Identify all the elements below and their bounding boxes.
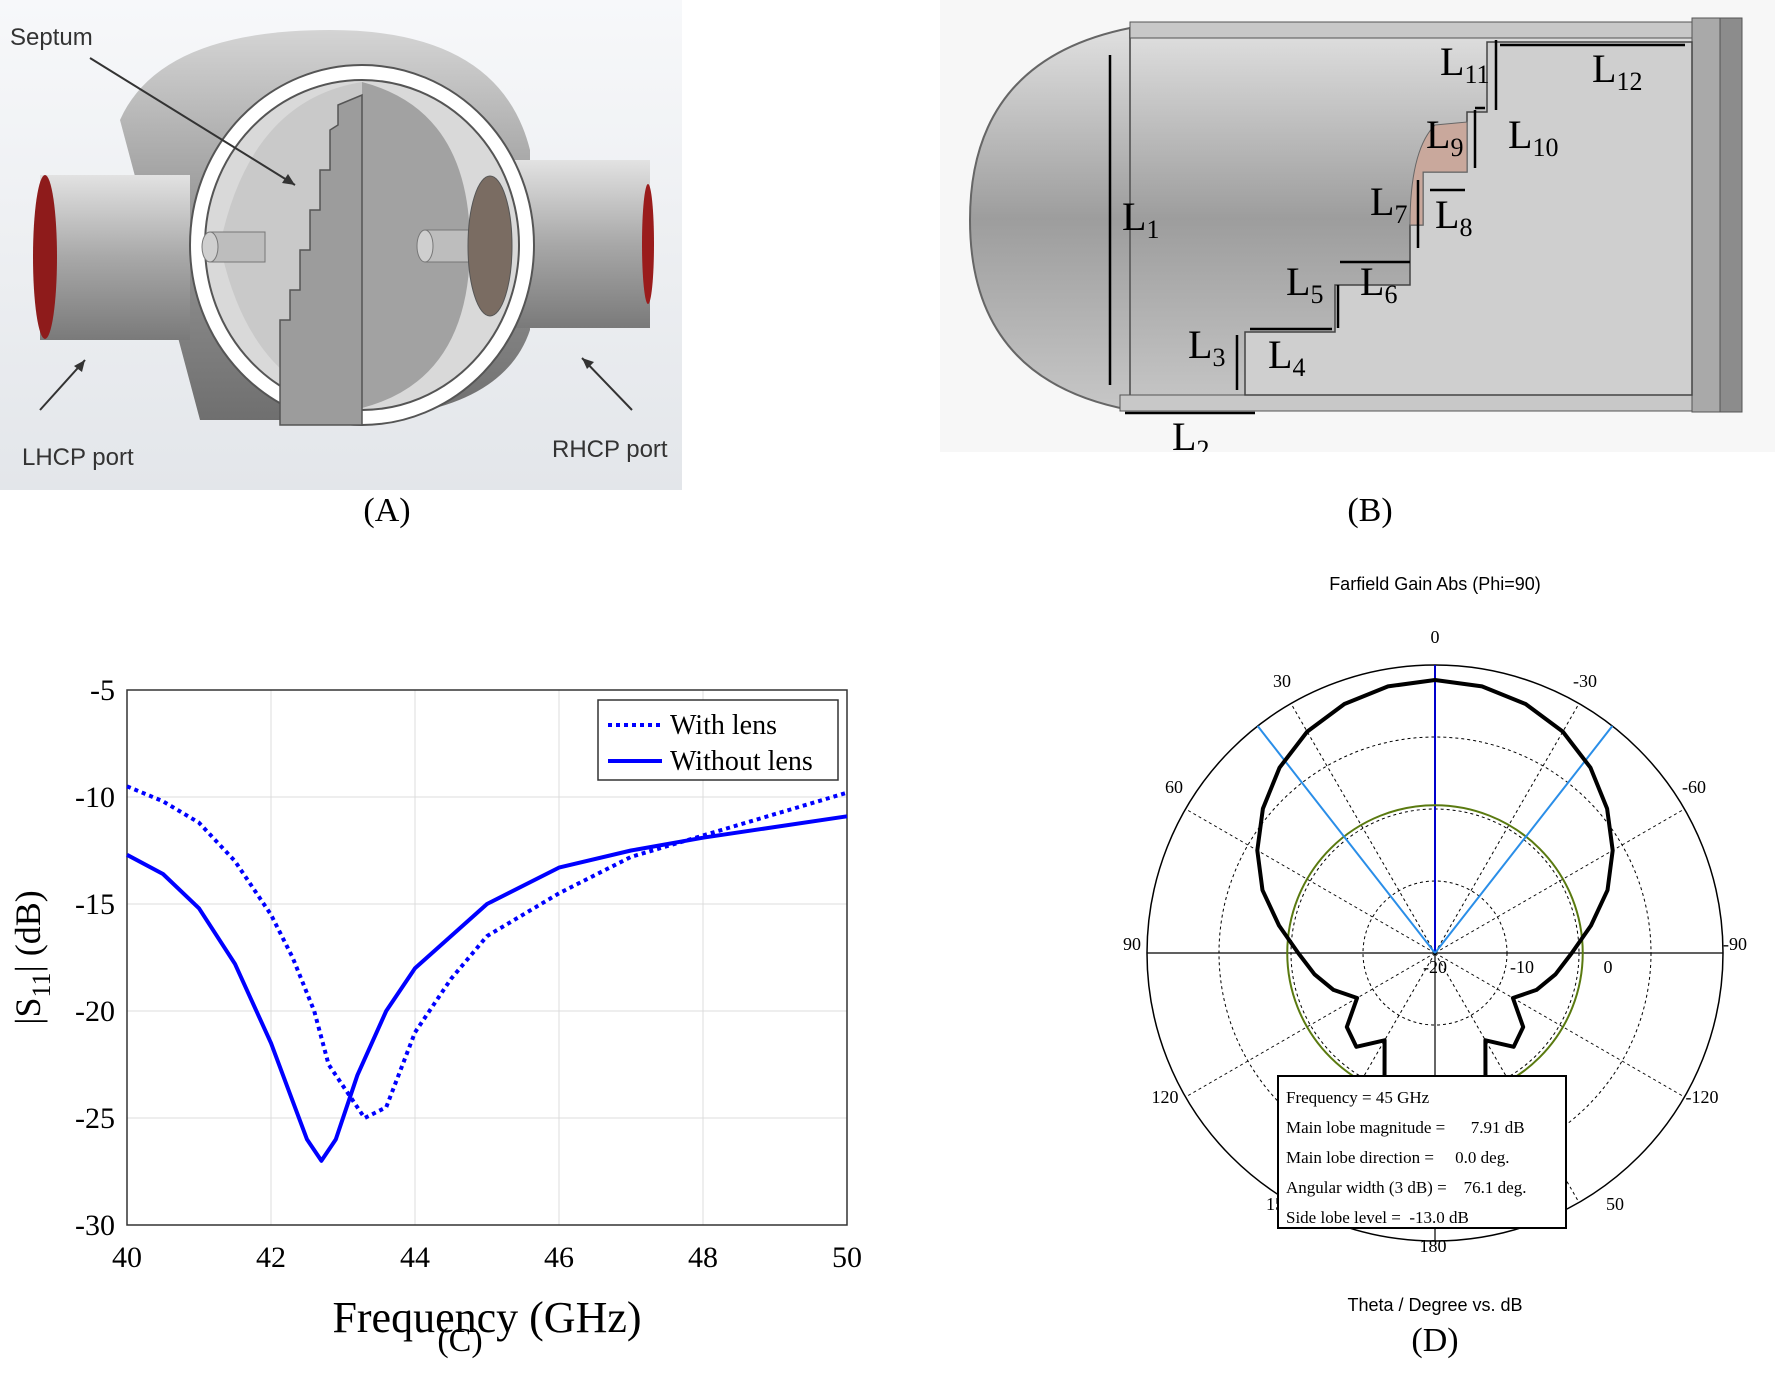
legend-box (597, 699, 839, 781)
info-frequency: Frequency = 45 GHz (1286, 1088, 1430, 1107)
cross-section-drawing: L1 L2 L3 L4 L5 L6 L7 L8 L9 L10 L11 L12 (940, 0, 1775, 464)
angle-30-label: 30 (1273, 671, 1291, 691)
x-axis-label: Frequency (GHz) (332, 1293, 641, 1342)
angle-gridline (1185, 808, 1436, 954)
angle-180-label: 180 (1420, 1236, 1447, 1256)
caption-c: (C) (437, 1322, 483, 1359)
y-tick-label: -20 (75, 995, 115, 1028)
caption-b: (B) (1347, 492, 1393, 529)
radial-0-label: 0 (1604, 957, 1613, 977)
dim-l12: L12 (1592, 46, 1642, 96)
y-axis-label-unit: | (dB) (8, 890, 48, 972)
beamwidth-line (1256, 725, 1436, 954)
y-axis-label-subscript: 11 (27, 972, 56, 997)
info-side-lobe: Side lobe level = -13.0 dB (1286, 1208, 1469, 1227)
angle-m60-label: -60 (1682, 777, 1706, 797)
angle-60-label: 60 (1165, 777, 1183, 797)
angle-90-label: 90 (1123, 934, 1141, 954)
x-tick-label: 42 (256, 1241, 286, 1274)
septum-polarizer-render: Septum LHCP port RHCP port (0, 0, 682, 490)
angle-m90-label: -90 (1723, 934, 1747, 954)
legend-label: With lens (670, 710, 777, 741)
angle-gridline (1290, 703, 1436, 954)
beamwidth-line (1434, 725, 1614, 954)
plot-frame (126, 689, 848, 1226)
lhcp-port-label: LHCP port (22, 444, 134, 471)
info-direction: Main lobe direction = 0.0 deg. (1286, 1148, 1509, 1167)
polar-chart: Farfield Gain Abs (Phi=90) Theta / Degre… (1123, 574, 1747, 1315)
panel-d: Farfield Gain Abs (Phi=90) Theta / Degre… (1090, 560, 1775, 1320)
info-box: Frequency = 45 GHz Main lobe magnitude =… (1277, 1075, 1567, 1229)
panel-b: L1 L2 L3 L4 L5 L6 L7 L8 L9 L10 L11 L12 (940, 0, 1775, 464)
x-tick-label: 40 (112, 1241, 142, 1274)
info-angular-width: Angular width (3 dB) = 76.1 deg. (1286, 1178, 1526, 1197)
y-tick-label: -10 (75, 781, 115, 814)
legend-label: Without lens (670, 746, 813, 777)
angle-120-label: 120 (1152, 1087, 1179, 1107)
radial-m20-label: -20 (1423, 957, 1447, 977)
radial-m10-label: -10 (1510, 957, 1534, 977)
angle-0-label: 0 (1431, 627, 1440, 647)
x-tick-label: 46 (544, 1241, 574, 1274)
y-tick-label: -5 (90, 674, 115, 707)
dim-l7: L7 (1370, 179, 1407, 229)
y-tick-label: -30 (75, 1209, 115, 1242)
y-tick-label: -15 (75, 888, 115, 921)
series-line-without-lens (126, 814, 848, 1163)
caption-d: (D) (1411, 1322, 1459, 1359)
y-axis-label: |S11| (dB) (8, 890, 56, 1024)
polar-labels: 0 30 -30 60 -60 90 -90 120 -120 15 50 18… (1123, 627, 1747, 1256)
angle-m120-label: -120 (1686, 1087, 1719, 1107)
y-tick-label: -25 (75, 1102, 115, 1135)
angle-gridline (1434, 952, 1685, 1098)
polar-footer: Theta / Degree vs. dB (1347, 1295, 1522, 1315)
x-tick-label: 44 (400, 1241, 430, 1274)
panel-a: Septum LHCP port RHCP port (0, 0, 682, 490)
angle-gridline (1434, 703, 1580, 954)
rhcp-port-label: RHCP port (552, 436, 668, 463)
info-magnitude: Main lobe magnitude = 7.91 dB (1286, 1118, 1525, 1137)
angle-gridline (1434, 808, 1685, 954)
dim-l9: L9 (1426, 112, 1463, 162)
x-tick-label: 50 (832, 1241, 862, 1274)
angle-m30-label: -30 (1573, 671, 1597, 691)
septum-label: Septum (10, 24, 93, 51)
x-tick-label: 48 (688, 1241, 718, 1274)
angle-m150-label: 50 (1606, 1194, 1624, 1214)
caption-a: (A) (363, 492, 411, 529)
polar-title: Farfield Gain Abs (Phi=90) (1329, 574, 1541, 594)
